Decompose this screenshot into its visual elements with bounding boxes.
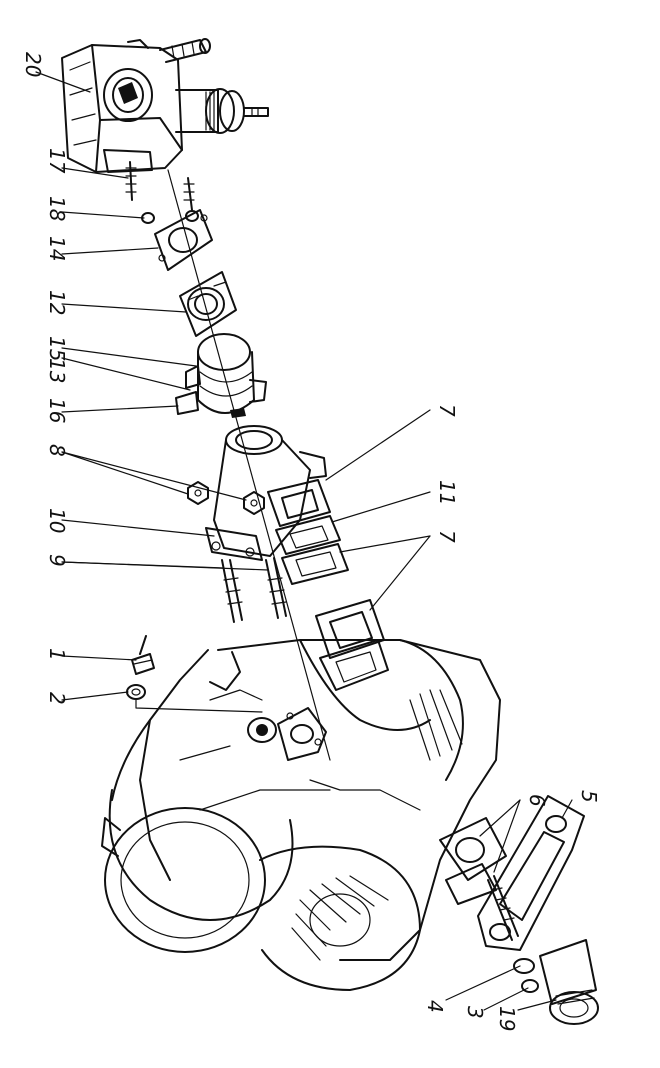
label-2: 2 [45,692,69,705]
flange-12 [179,271,237,337]
manifold-elbow [187,425,349,585]
label-7-top: 7 [435,404,459,417]
label-19: 19 [495,1006,519,1031]
label-7-bottom: 7 [435,530,459,543]
label-14: 14 [45,236,69,261]
label-9: 9 [45,554,69,567]
clamp-collar [175,333,267,418]
lower-flange-7 [315,599,389,691]
label-6: 6 [525,794,549,807]
label-3: 3 [463,1006,487,1019]
exhaust-bracket [477,795,599,1025]
upper-studs [125,161,199,224]
label-11: 11 [435,480,459,505]
label-13: 13 [45,358,69,383]
label-17: 17 [45,148,69,174]
label-8: 8 [45,444,69,457]
label-12: 12 [45,290,69,315]
label-16: 16 [45,398,69,423]
label-4: 4 [423,1000,447,1013]
leader-lines [35,71,573,1011]
assembly-axis-line [167,169,331,761]
long-studs-9 [221,557,287,623]
label-15: 15 [45,336,69,361]
part-labels: 20 17 18 14 12 15 13 16 8 10 9 1 2 7 11 … [21,52,601,1031]
label-20: 20 [21,52,45,77]
gasket-14 [154,209,213,271]
heater-unit [61,38,269,173]
engine-block [101,639,507,991]
label-10: 10 [45,508,69,533]
label-18: 18 [45,196,69,221]
fitting-1-2 [126,635,263,713]
label-1: 1 [45,648,69,661]
label-5: 5 [577,790,601,803]
